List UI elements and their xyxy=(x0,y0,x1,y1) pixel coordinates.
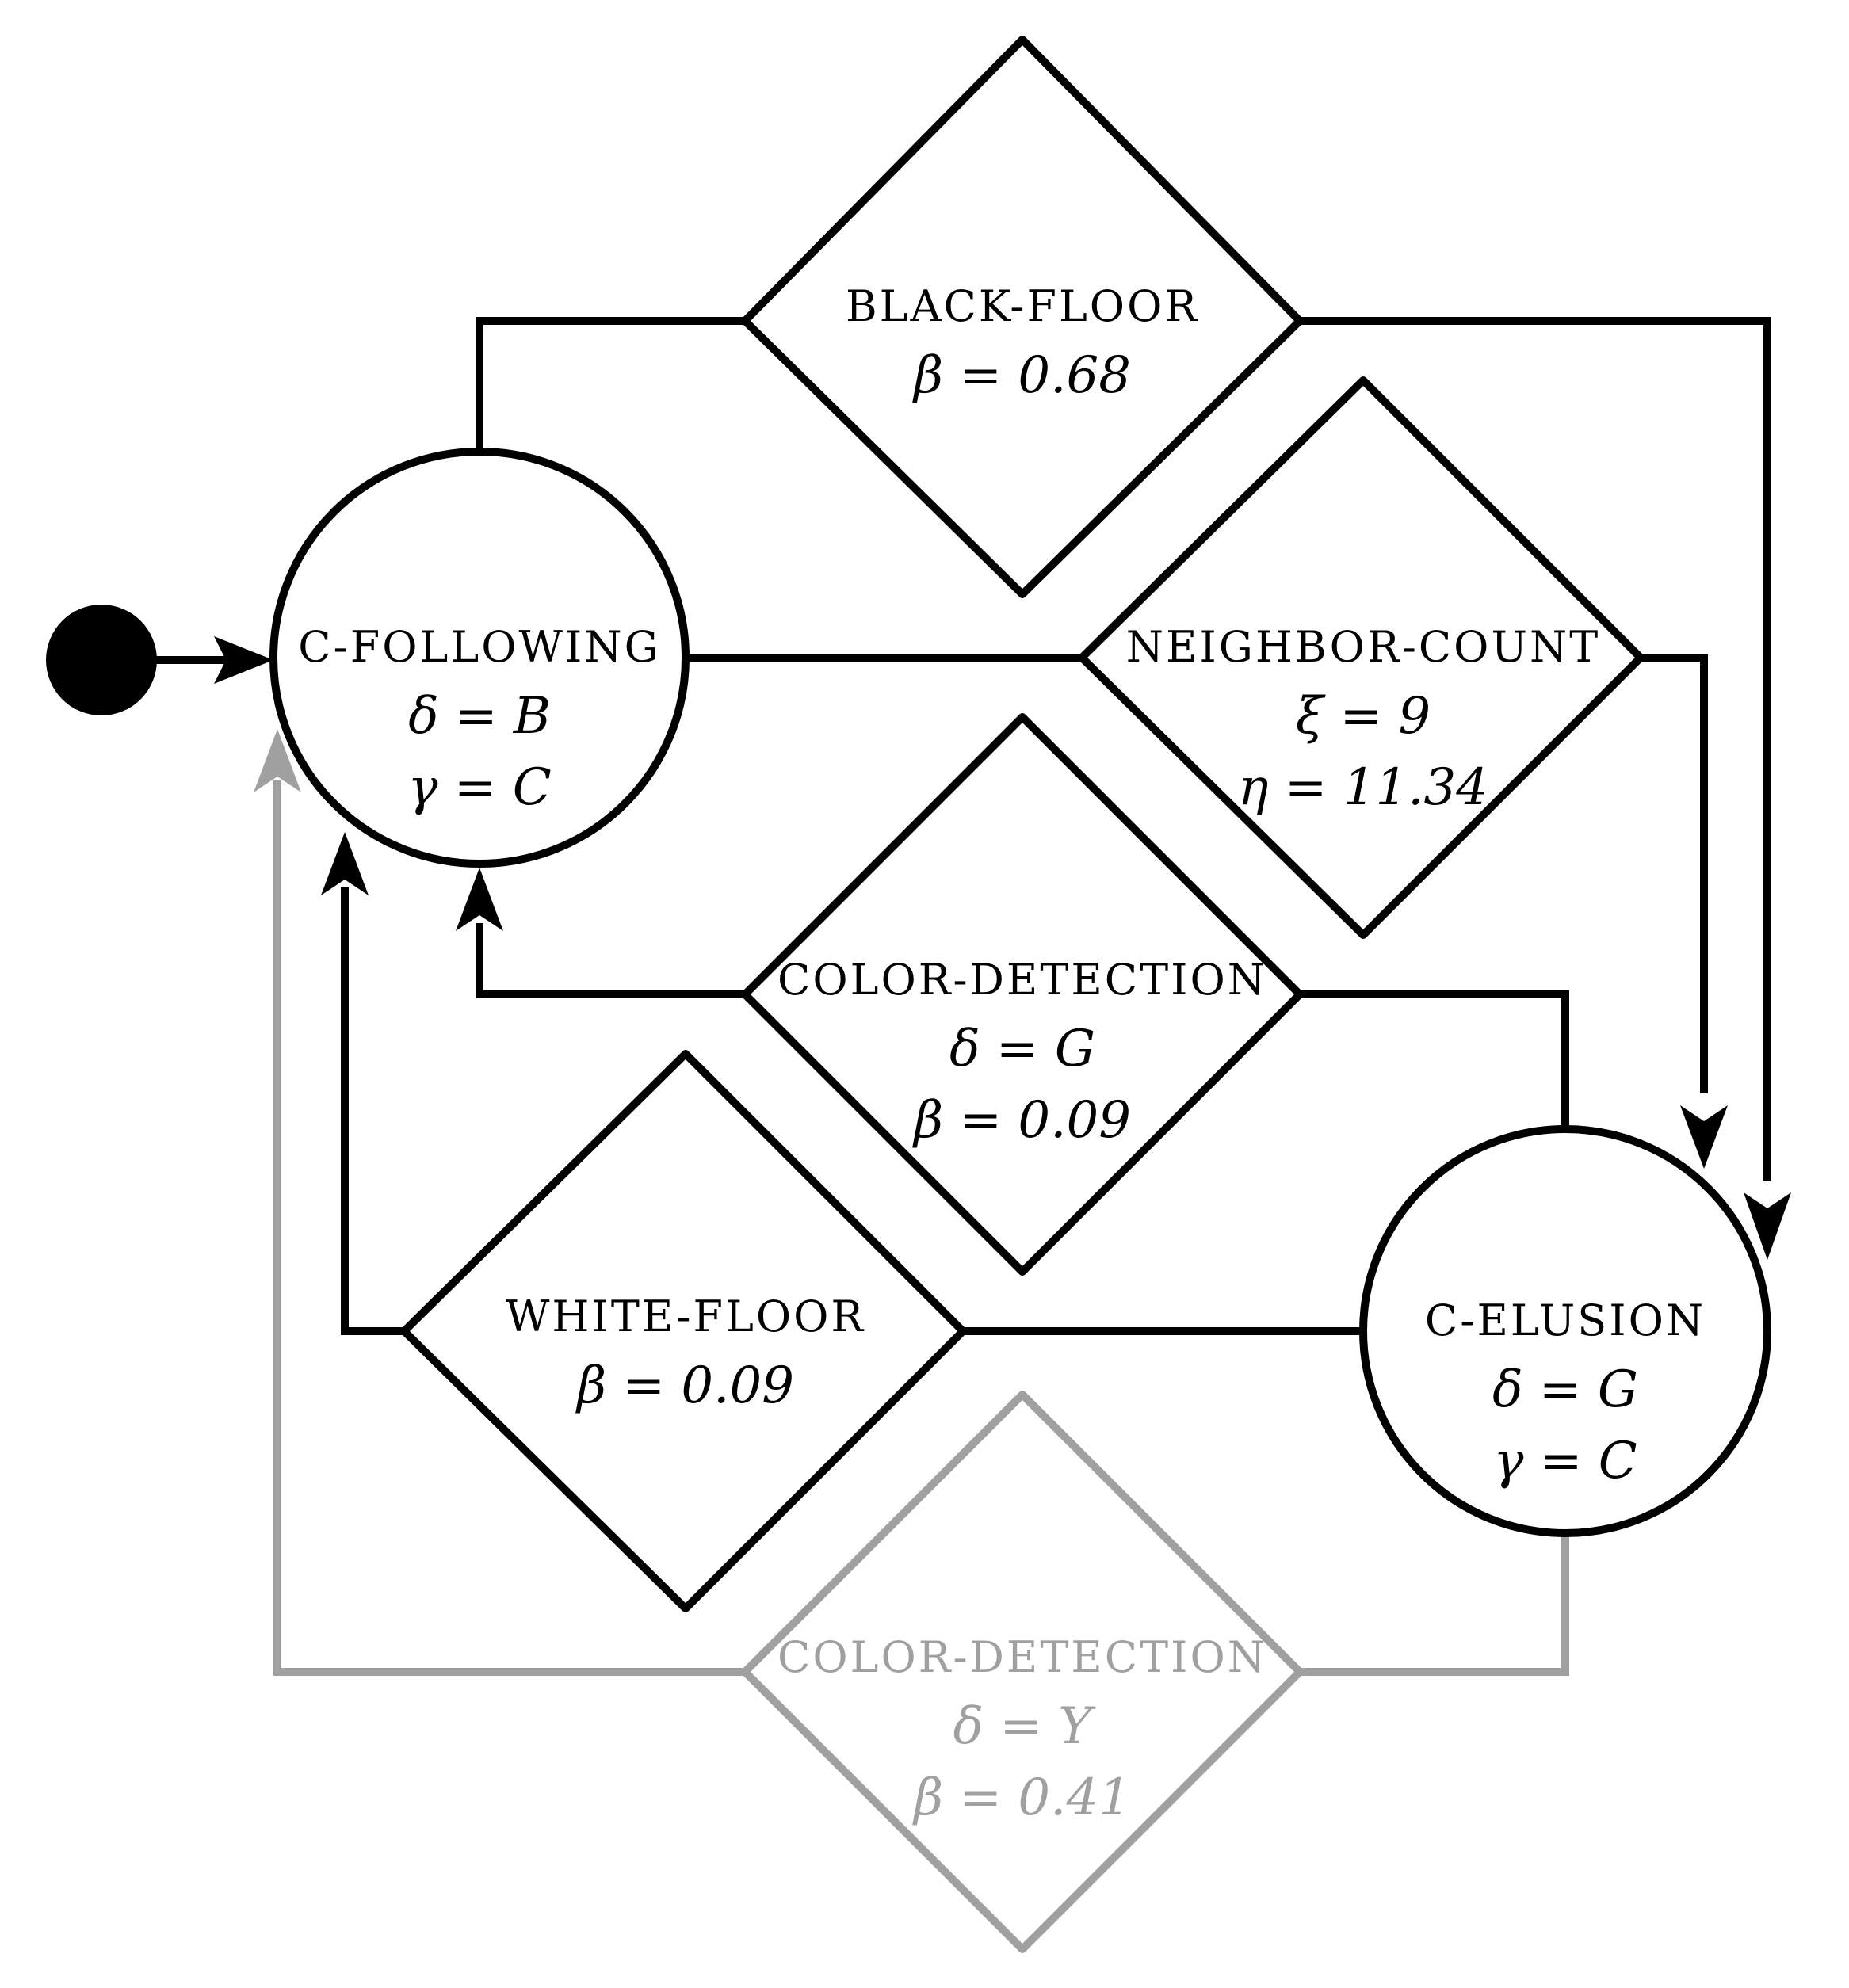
edge-color-detection-y-to-following xyxy=(273,780,745,1676)
condition-title: BLACK-FLOOR xyxy=(846,281,1199,331)
edge-following-to-black-floor xyxy=(476,317,749,452)
condition-title: COLOR-DETECTION xyxy=(777,1632,1267,1682)
condition-param-beta: β = 0.68 xyxy=(912,346,1131,405)
edge-elusion-to-color-detection-y xyxy=(1300,1533,1569,1676)
condition-title: COLOR-DETECTION xyxy=(777,955,1267,1005)
condition-param-beta: β = 0.09 xyxy=(575,1356,794,1415)
condition-param-beta: β = 0.09 xyxy=(912,1091,1131,1150)
following-arrowhead-bottom xyxy=(456,868,503,931)
condition-white-floor[interactable]: WHITE-FLOOR β = 0.09 xyxy=(400,1050,967,1612)
edge-neighbor-count-to-elusion xyxy=(1641,654,1708,1093)
state-c-elusion[interactable]: C-ELUSION δ = G γ = C xyxy=(1359,1125,1771,1537)
edge-elusion-to-color-detection-g xyxy=(1300,990,1569,1129)
condition-param-beta: β = 0.41 xyxy=(912,1769,1131,1827)
elusion-arrowhead-left xyxy=(1680,1105,1728,1169)
state-title: C-ELUSION xyxy=(1425,1295,1706,1345)
condition-param-delta: δ = Y xyxy=(953,1697,1096,1756)
edge-color-detection-g-to-following xyxy=(476,923,745,998)
initial-arrowhead xyxy=(214,636,273,684)
state-c-following[interactable]: C-FOLLOWING δ = B γ = C xyxy=(269,448,690,868)
state-param-delta: δ = G xyxy=(1492,1360,1638,1419)
condition-param-xi: ξ = 9 xyxy=(1296,687,1431,746)
condition-color-detection-y[interactable]: COLOR-DETECTION δ = Y β = 0.41 xyxy=(741,1391,1304,1953)
condition-black-floor[interactable]: BLACK-FLOOR β = 0.68 xyxy=(741,36,1304,598)
edge-black-floor-to-elusion xyxy=(1300,317,1771,1181)
condition-param-delta: δ = G xyxy=(949,1020,1095,1078)
condition-neighbor-count[interactable]: NEIGHBOR-COUNT ξ = 9 η = 11.34 xyxy=(1078,376,1645,939)
condition-title: NEIGHBOR-COUNT xyxy=(1126,622,1600,672)
edge-white-floor-to-following xyxy=(341,887,404,1335)
condition-color-detection-g[interactable]: COLOR-DETECTION δ = G β = 0.09 xyxy=(741,713,1304,1276)
following-arrowhead-left xyxy=(321,832,369,895)
condition-title: WHITE-FLOOR xyxy=(506,1292,865,1341)
state-title: C-FOLLOWING xyxy=(298,622,661,672)
state-param-gamma: γ = C xyxy=(1493,1432,1637,1490)
following-arrowhead-gray xyxy=(254,729,301,792)
state-param-delta: δ = B xyxy=(408,687,551,746)
initial-node xyxy=(46,605,157,715)
condition-param-eta: η = 11.34 xyxy=(1238,758,1488,817)
state-param-gamma: γ = C xyxy=(407,758,552,817)
elusion-arrowhead-right xyxy=(1744,1192,1791,1260)
